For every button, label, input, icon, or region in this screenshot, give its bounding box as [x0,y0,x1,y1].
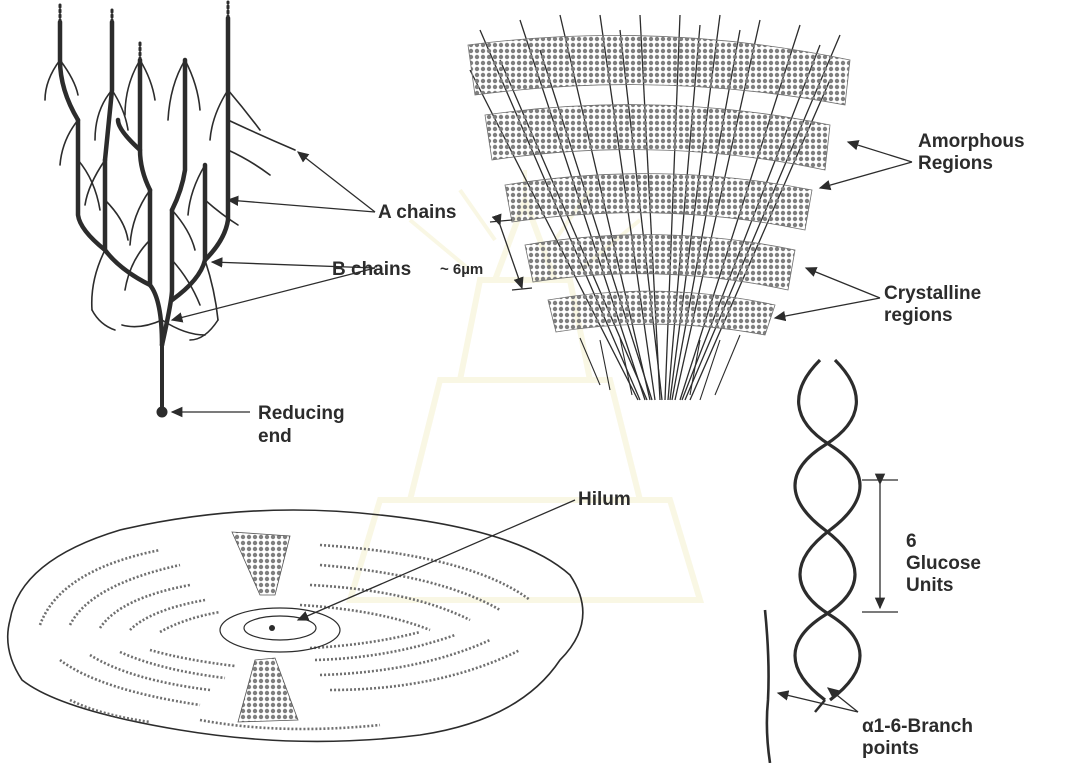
a-chains-label: A chains [378,201,457,224]
glucose-units-label-3: Units [906,574,954,597]
hilum-arrow [298,500,575,620]
double-helix [795,360,860,712]
branch-points-label-1: α1-6-Branch [862,715,973,738]
starch-cone-structure [468,15,850,400]
glucose-units-label-1: 6 [906,530,917,553]
reducing-end-label-1: Reducing [258,402,345,425]
glucose-units-label-2: Glucose [906,552,981,575]
crystalline-cluster-top [232,532,290,595]
crystalline-cluster-bottom [238,658,298,722]
branch-strand [765,610,770,763]
reducing-end-label-2: end [258,425,292,448]
six-um-label: ~ 6µm [440,258,483,281]
glucose-units-dimension [862,480,898,612]
crystalline-label-1: Crystalline [884,282,981,305]
amorphous-label-1: Amorphous [918,130,1025,153]
crystalline-label-2: regions [884,304,953,327]
hilum-label: Hilum [578,488,631,511]
reducing-end-dot [157,407,167,417]
six-um-dimension [490,220,532,290]
branch-points-label-2: points [862,737,919,760]
starch-granule-cross-section [8,510,583,741]
b-chains-label: B chains [332,258,411,281]
amorphous-label-2: Regions [918,152,993,175]
hilum-dot [269,625,275,631]
amylopectin-chain-cluster [45,2,295,417]
chain-label-arrows [172,152,375,412]
